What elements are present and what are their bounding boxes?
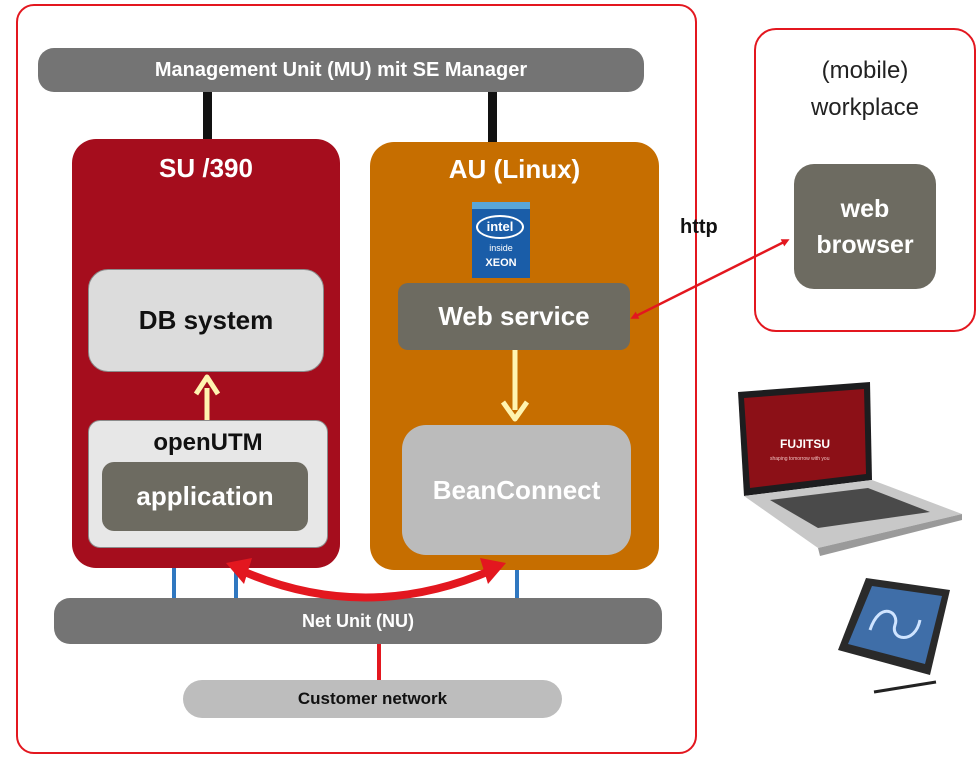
web-browser-line1: web [840, 194, 890, 223]
http-double-arrow [630, 239, 790, 319]
au-title: AU (Linux) [448, 154, 581, 184]
mobile-workplace-title: (mobile) workplace [756, 52, 974, 126]
application-to-db-arrow [193, 374, 221, 420]
customer-network-bar: Customer network [183, 680, 562, 718]
su-nu-connector-left [172, 568, 176, 600]
nu-customer-connector [377, 644, 381, 682]
db-system-box: DB system [88, 269, 324, 372]
net-unit-bar: Net Unit (NU) [54, 598, 662, 644]
laptop-brand-text: FUJITSU [780, 437, 830, 451]
tablet-image [838, 578, 950, 694]
application-label: application [136, 481, 274, 511]
web-service-box: Web service [398, 283, 630, 350]
application-box: application [102, 462, 308, 531]
webservice-to-beanconnect-arrow [500, 350, 530, 422]
su-title: SU /390 [159, 153, 253, 183]
web-browser-line2: browser [816, 230, 914, 259]
beanconnect-box: BeanConnect [402, 425, 631, 555]
web-browser-box: web browser [794, 164, 936, 289]
openutm-label: openUTM [153, 429, 263, 456]
laptop-image: FUJITSU shaping tomorrow with you [738, 382, 962, 556]
mobile-title-line1: (mobile) [821, 57, 909, 84]
db-system-label: DB system [138, 305, 274, 335]
mu-su-connector [203, 92, 212, 140]
au-nu-connector [515, 570, 519, 600]
web-service-label: Web service [438, 301, 590, 331]
intel-inside-text: inside [489, 243, 513, 253]
intel-brand-text: intel [476, 215, 524, 239]
mobile-title-line2: workplace [810, 94, 920, 121]
intel-xeon-logo: intel inside XEON [472, 202, 530, 278]
intel-xeon-text: XEON [485, 257, 517, 269]
mobile-workplace-frame [754, 28, 976, 332]
mu-au-connector [488, 92, 497, 144]
utm-beanconnect-curved-arrow [226, 558, 506, 602]
beanconnect-label: BeanConnect [432, 474, 601, 505]
management-unit-bar: Management Unit (MU) mit SE Manager [38, 48, 644, 92]
laptop-screen-text: shaping tomorrow with you [770, 456, 830, 462]
system-frame [16, 4, 697, 754]
http-label: http [680, 216, 718, 238]
su-nu-connector-right [234, 568, 238, 600]
